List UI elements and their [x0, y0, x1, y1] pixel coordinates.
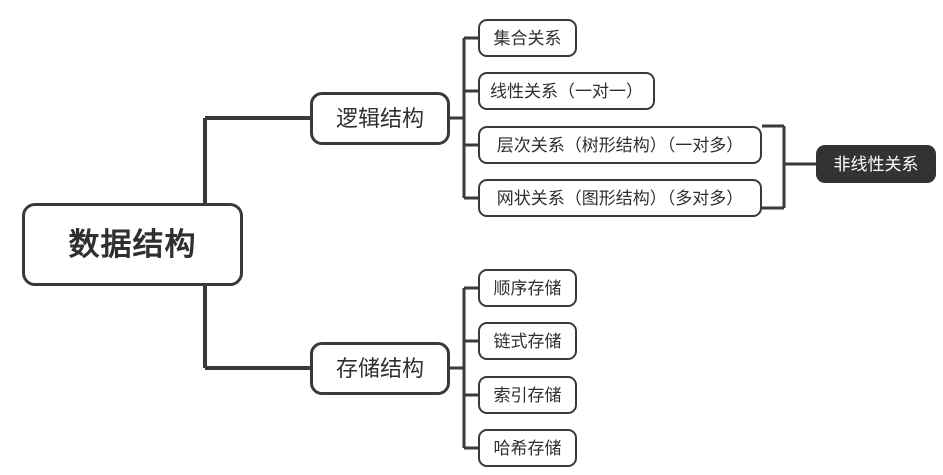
node-sequential-storage-label: 顺序存储	[493, 278, 562, 298]
node-indexed-storage[interactable]: 索引存储	[478, 376, 577, 414]
node-nonlinear-relation-label: 非线性关系	[833, 154, 919, 174]
node-logical-structure-label: 逻辑结构	[335, 105, 424, 131]
node-storage-structure[interactable]: 存储结构	[310, 342, 450, 395]
node-storage-structure-label: 存储结构	[335, 355, 424, 381]
node-hierarchical-relation[interactable]: 层次关系（树形结构）（一对多）	[478, 126, 762, 164]
node-network-relation[interactable]: 网状关系（图形结构）（多对多）	[478, 179, 762, 217]
node-nonlinear-relation[interactable]: 非线性关系	[816, 145, 936, 183]
node-linked-storage[interactable]: 链式存储	[478, 322, 577, 360]
node-network-relation-label: 网状关系（图形结构）（多对多）	[496, 188, 744, 208]
node-set-relation[interactable]: 集合关系	[478, 19, 577, 57]
node-set-relation-label: 集合关系	[493, 28, 562, 48]
node-hash-storage[interactable]: 哈希存储	[478, 429, 577, 467]
node-logical-structure[interactable]: 逻辑结构	[310, 92, 450, 145]
node-linear-relation[interactable]: 线性关系（一对一）	[478, 72, 655, 110]
node-hash-storage-label: 哈希存储	[493, 438, 562, 458]
node-linear-relation-label: 线性关系（一对一）	[490, 81, 643, 101]
node-hierarchical-relation-label: 层次关系（树形结构）（一对多）	[496, 135, 744, 155]
node-root-label: 数据结构	[68, 227, 197, 262]
node-root-data-structure[interactable]: 数据结构	[22, 203, 243, 286]
node-sequential-storage[interactable]: 顺序存储	[478, 269, 577, 307]
node-indexed-storage-label: 索引存储	[493, 385, 562, 405]
node-linked-storage-label: 链式存储	[493, 331, 562, 351]
